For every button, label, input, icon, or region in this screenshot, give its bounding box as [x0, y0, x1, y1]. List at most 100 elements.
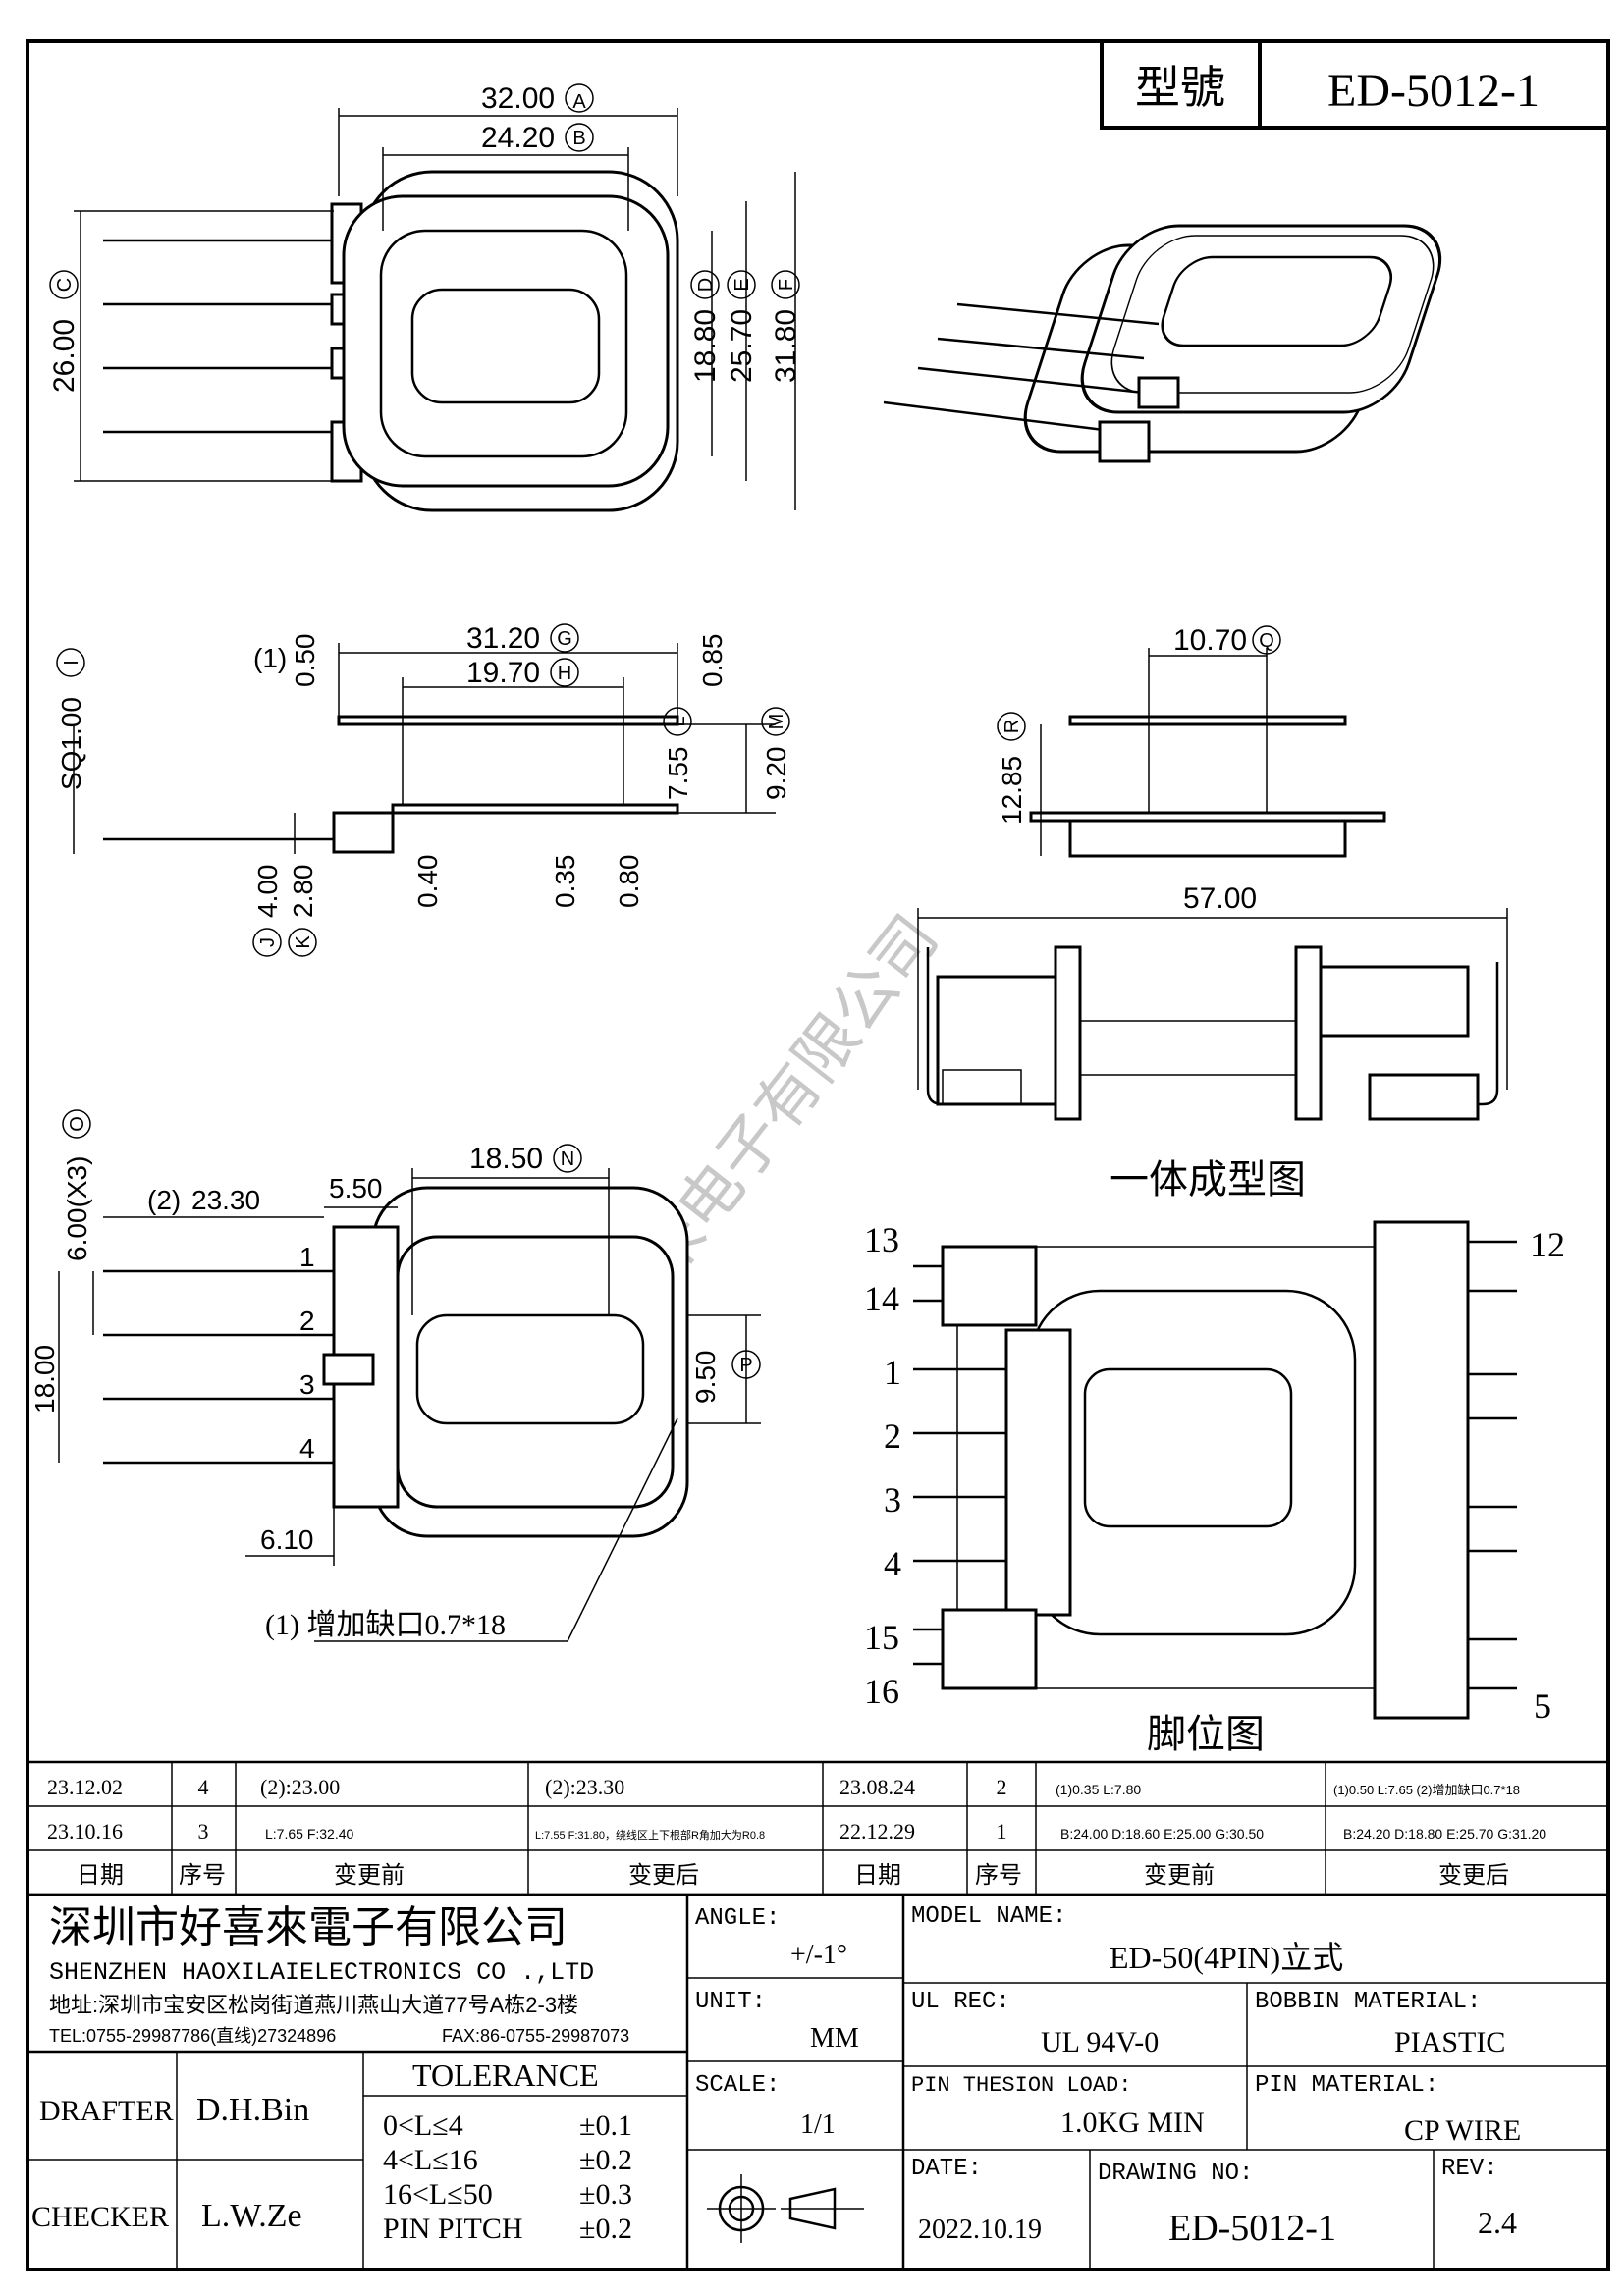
dim-j: 4.00 [252, 865, 283, 919]
header-model-box: 型號 ED-5012-1 [1100, 39, 1610, 130]
model-label: 型號 [1135, 62, 1225, 113]
title-block: 深圳市好喜來電子有限公司 SHENZHEN HAOXILAIELECTRONIC… [26, 1893, 1610, 2271]
bobbin-label: BOBBIN MATERIAL: [1255, 1989, 1481, 2015]
isometric-view [883, 224, 1442, 463]
front-view: 31.20 G 19.70 H (1) 0.50 0.85 SQ1.00 I 7… [56, 622, 791, 957]
dim-e: 25.70 [726, 309, 758, 383]
dim-c: 26.00 [48, 319, 81, 393]
tol-value-4: ±0.2 [579, 2213, 632, 2245]
dim-18-00: 18.00 [29, 1345, 60, 1414]
circle-e: E [731, 278, 753, 291]
end-view: 10.70 Q 12.85 R [997, 624, 1386, 858]
rev-r1-no-a: 4 [198, 1775, 209, 1799]
dim-d: 18.80 [689, 309, 722, 383]
rev-h-date-a: 日期 [77, 1862, 124, 1889]
dim-a: 32.00 [481, 82, 555, 115]
rev-h-before-a: 变更前 [334, 1862, 405, 1889]
dim-p: 9.50 [690, 1351, 721, 1405]
scale-value: 1/1 [800, 2109, 836, 2140]
dim-0-35: 0.35 [550, 855, 580, 909]
pin-material-value: CP WIRE [1404, 2114, 1521, 2147]
rev-h-no-b: 序号 [975, 1862, 1022, 1889]
top-view: 32.00 A 24.20 B 26.00 C 18.80 D 25.70 E … [48, 82, 802, 512]
side-pin-2: 2 [299, 1306, 315, 1336]
tol-value-3: ±0.3 [579, 2178, 632, 2211]
rev-r1-before-b: (1)0.35 L:7.80 [1056, 1782, 1141, 1797]
rev-label: REV: [1441, 2156, 1498, 2182]
circle-c: C [54, 278, 76, 292]
rev-r2-date-a: 23.10.16 [47, 1819, 123, 1843]
circle-p: P [739, 1355, 752, 1376]
pin-3: 3 [884, 1480, 901, 1520]
circle-m: M [766, 714, 787, 730]
mark-2: (2) [147, 1185, 181, 1215]
drawing-no-label: DRAWING NO: [1098, 2161, 1253, 2187]
mark-1: (1) [253, 643, 287, 673]
rev-r1-before-a: (2):23.00 [260, 1775, 340, 1799]
circle-a: A [572, 91, 586, 113]
dim-k: 2.80 [288, 865, 318, 919]
circle-l: L [668, 716, 689, 726]
dim-0-40: 0.40 [412, 855, 443, 909]
bobbin-value: PIASTIC [1394, 2026, 1505, 2058]
company-address: 地址:深圳市宝安区松岗街道燕川燕山大道77号A栋2-3楼 [49, 1993, 578, 2017]
side-pin-3: 3 [299, 1369, 315, 1400]
caption-integral: 一体成型图 [1110, 1158, 1306, 1201]
dim-o: 6.00(X3) [62, 1156, 92, 1261]
pin-4: 4 [884, 1544, 901, 1583]
circle-o: O [67, 1116, 88, 1132]
drawing-no-value: ED-5012-1 [1168, 2208, 1336, 2249]
pin-5: 5 [1534, 1686, 1551, 1726]
circle-g: G [557, 628, 572, 650]
ul-value: UL 94V-0 [1041, 2026, 1159, 2058]
drafter-name: D.H.Bin [196, 2092, 309, 2128]
angle-value: +/-1° [790, 1940, 847, 1970]
angle-label: ANGLE: [695, 1905, 780, 1932]
pin-16: 16 [864, 1672, 899, 1711]
tolerance-label: TOLERANCE [412, 2057, 599, 2093]
pin-15: 15 [864, 1618, 899, 1657]
circle-n: N [561, 1148, 574, 1170]
dim-5-50: 5.50 [329, 1173, 383, 1203]
circle-j: J [257, 937, 279, 947]
circle-r: R [1001, 720, 1023, 733]
tol-value-2: ±0.2 [579, 2144, 632, 2176]
unit-value: MM [810, 2023, 859, 2054]
rev-h-date-b: 日期 [854, 1862, 901, 1889]
rev-r2-after-b: B:24.20 D:18.80 E:25.70 G:31.20 [1343, 1826, 1546, 1842]
dim-23-30: 23.30 [191, 1185, 260, 1215]
scale-label: SCALE: [695, 2072, 780, 2099]
rev-h-after-b: 变更后 [1438, 1862, 1509, 1889]
rev-r1-date-b: 23.08.24 [839, 1775, 915, 1799]
pin-12: 12 [1530, 1225, 1565, 1264]
rev-h-before-b: 变更前 [1144, 1862, 1215, 1889]
ul-label: UL REC: [911, 1989, 1010, 2015]
drafter-label: DRAFTER [39, 2095, 174, 2127]
company-name-cn: 深圳市好喜來電子有限公司 [49, 1903, 568, 1951]
dim-0-80: 0.80 [614, 855, 644, 909]
dim-g: 31.20 [466, 622, 540, 655]
revision-table: 23.12.02 4 (2):23.00 (2):23.30 23.08.24 … [26, 1760, 1610, 1896]
rev-r2-no-a: 3 [198, 1819, 209, 1843]
circle-d: D [695, 278, 717, 292]
rev-r1-no-b: 2 [997, 1775, 1007, 1799]
pin-material-label: PIN MATERIAL: [1255, 2072, 1438, 2099]
circle-b: B [572, 128, 585, 149]
rev-r2-before-b: B:24.00 D:18.60 E:25.00 G:30.50 [1060, 1826, 1264, 1842]
pin-2: 2 [884, 1416, 901, 1456]
dim-b: 24.20 [481, 122, 555, 154]
rev-r2-before-a: L:7.65 F:32.40 [265, 1826, 354, 1842]
pin-13: 13 [864, 1220, 899, 1259]
date-value: 2022.10.19 [918, 2215, 1042, 2245]
side-view: 1 2 3 4 18.50 N 5.50 (2) 23.30 6.00(X3) … [29, 1109, 761, 1642]
rev-r2-no-b: 1 [997, 1819, 1007, 1843]
note-notch: (1) 增加缺口0.7*18 [265, 1609, 506, 1641]
date-label: DATE: [911, 2156, 982, 2182]
tol-range-1: 0<L≤4 [383, 2109, 463, 2142]
company-tel: TEL:0755-29987786(直线)27324896 [49, 2026, 336, 2046]
dim-0-85: 0.85 [697, 634, 728, 688]
circle-h: H [558, 663, 571, 684]
tol-range-4: PIN PITCH [383, 2213, 523, 2245]
circle-f: F [776, 279, 797, 291]
